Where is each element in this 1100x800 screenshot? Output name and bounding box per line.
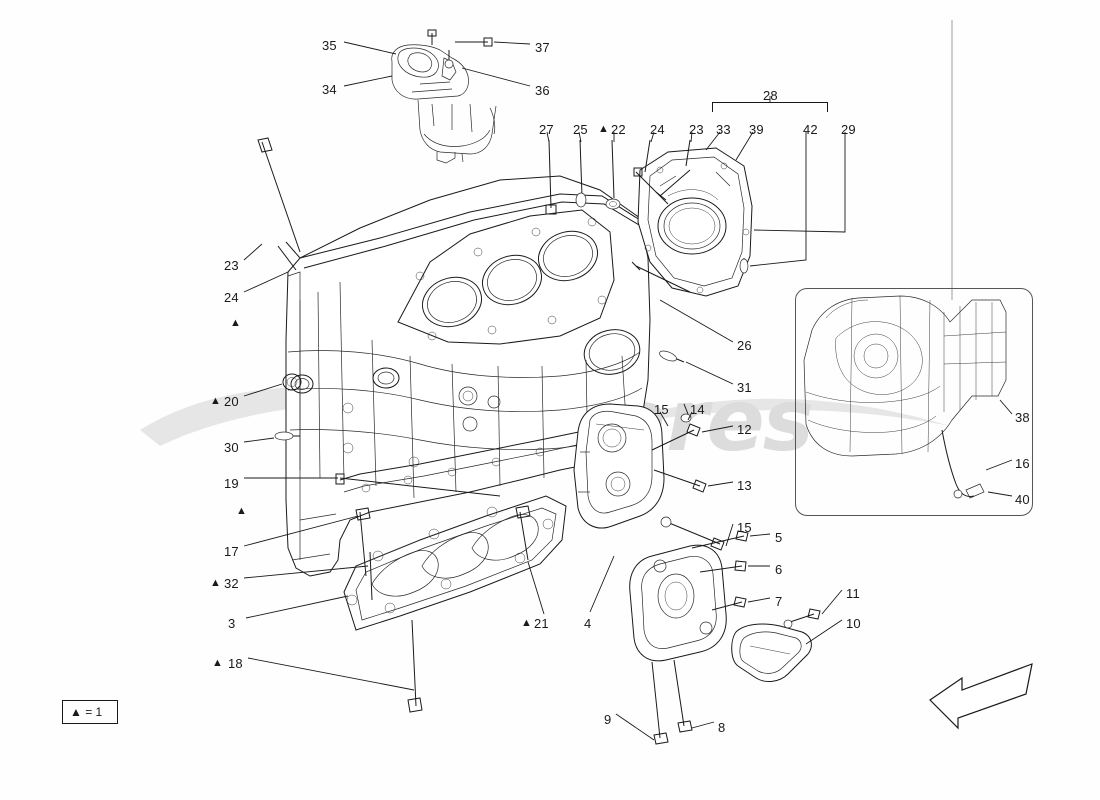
callout-19: 19 xyxy=(224,476,239,491)
callout-20: 20 xyxy=(224,394,239,409)
callout-28: 28 xyxy=(763,88,778,103)
triangle-marker-t20: ▲ xyxy=(210,395,221,407)
engine-block xyxy=(285,175,651,577)
callout-18: 18 xyxy=(228,656,243,671)
callout-15: 15 xyxy=(737,520,752,535)
callout-36: 36 xyxy=(535,83,550,98)
callout-13: 13 xyxy=(737,478,752,493)
cover-plate xyxy=(731,608,821,682)
callout-27: 27 xyxy=(539,122,554,137)
callout-23: 23 xyxy=(224,258,239,273)
triangle-marker-t32: ▲ xyxy=(210,577,221,589)
callout-38: 38 xyxy=(1015,410,1030,425)
callout-37: 37 xyxy=(535,40,550,55)
pin-31 xyxy=(659,350,685,363)
callout-24: 24 xyxy=(650,122,665,137)
callout-33: 33 xyxy=(716,122,731,137)
callout-11: 11 xyxy=(846,586,860,601)
transmission-inset-art xyxy=(803,295,1007,499)
part-tensioner-assembly xyxy=(391,29,493,100)
callout-25: 25 xyxy=(573,122,588,137)
callout-15: 15 xyxy=(654,402,669,417)
callout-4: 4 xyxy=(584,616,592,631)
triangle-marker-t23left: ▲ xyxy=(230,317,241,329)
oil-pump-bracket xyxy=(573,403,725,551)
callout-39: 39 xyxy=(749,122,764,137)
callout-3: 3 xyxy=(228,616,236,631)
left-studs xyxy=(257,137,301,271)
callout-5: 5 xyxy=(775,530,783,545)
callout-16: 16 xyxy=(1015,456,1030,471)
callout-23: 23 xyxy=(689,122,704,137)
callout-12: 12 xyxy=(737,422,752,437)
callout-17: 17 xyxy=(224,544,239,559)
leader-lines xyxy=(243,41,1013,741)
callout-7: 7 xyxy=(775,594,783,609)
callout-14: 14 xyxy=(690,402,705,417)
transmission-inset-panel xyxy=(795,288,1033,516)
direction-arrow xyxy=(929,663,1033,730)
triangle-marker-t22: ▲ xyxy=(598,123,609,135)
triangle-marker-t21: ▲ xyxy=(521,617,532,629)
bearing-ladder xyxy=(343,495,567,631)
ladder-bolts xyxy=(274,373,531,713)
legend-box: ▲ = 1 xyxy=(62,700,118,724)
callout-35: 35 xyxy=(322,38,337,53)
legend-text: ▲ = 1 xyxy=(70,705,103,719)
callout-21: 21 xyxy=(534,616,549,631)
callout-6: 6 xyxy=(775,562,783,577)
top-fasteners xyxy=(545,139,691,293)
callout-22: 22 xyxy=(611,122,626,137)
callout-8: 8 xyxy=(718,720,726,735)
block-fragment-top xyxy=(417,99,497,164)
rear-cover-assembly xyxy=(637,147,753,297)
callout-9: 9 xyxy=(604,712,612,727)
callout-10: 10 xyxy=(846,616,861,631)
callout-40: 40 xyxy=(1015,492,1030,507)
oil-pump-body xyxy=(629,530,749,745)
callout-30: 30 xyxy=(224,440,239,455)
callout-31: 31 xyxy=(737,380,752,395)
callout-24: 24 xyxy=(224,290,239,305)
callout-26: 26 xyxy=(737,338,752,353)
triangle-marker-t19: ▲ xyxy=(236,505,247,517)
group-bracket-28 xyxy=(712,102,828,112)
callout-29: 29 xyxy=(841,122,856,137)
callout-32: 32 xyxy=(224,576,239,591)
callout-34: 34 xyxy=(322,82,337,97)
triangle-marker-t18: ▲ xyxy=(212,657,223,669)
callout-42: 42 xyxy=(803,122,818,137)
